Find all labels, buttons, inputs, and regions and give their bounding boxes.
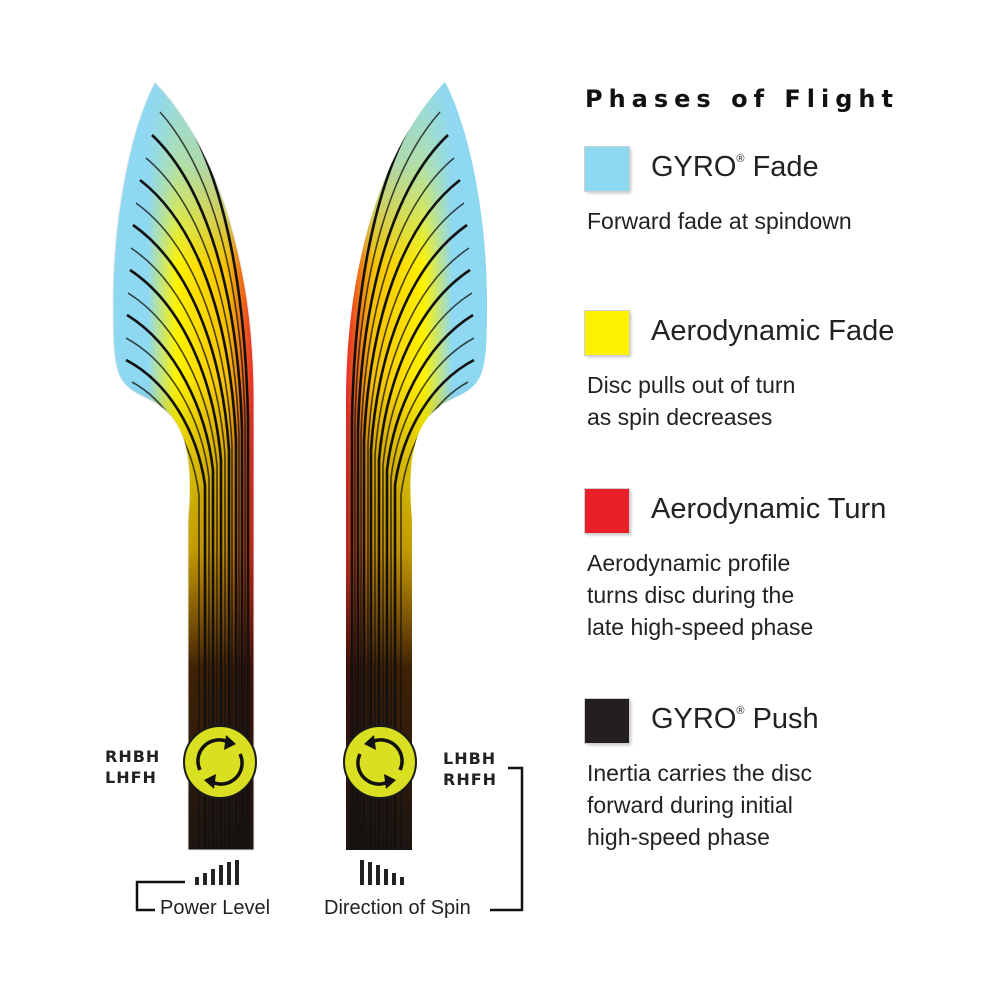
legend-item-description: Forward fade at spindown [587,208,852,234]
legend-item-label: Aerodynamic Turn [651,493,887,525]
legend-item-description: Aerodynamic profile turns disc during th… [587,550,814,640]
throw-label: LHFH [105,768,157,787]
power-level-bracket [135,880,185,912]
direction-of-spin-caption: Direction of Spin [324,897,471,919]
legend-item-label: GYRO® Fade [651,151,819,183]
left-throw-labels: RHBH LHFH [105,746,160,788]
counterclockwise-rotation-icon [343,725,417,799]
direction-of-spin-icon [360,860,404,885]
phases-legend: Phases of Flight GYRO® Fade Forward fade… [585,85,985,850]
clockwise-rotation-icon [183,725,257,799]
throw-label: LHBH [443,749,497,768]
direction-of-spin-bracket [490,766,524,912]
legend-item-description: Disc pulls out of turn as spin decreases [587,372,796,430]
aerodynamic-fade-swatch [585,311,629,355]
legend-item-description: Inertia carries the disc forward during … [587,760,812,850]
right-throw-labels: LHBH RHFH [443,748,497,790]
throw-label: RHBH [105,747,161,766]
gyro-push-swatch [585,699,629,743]
legend-item-label: Aerodynamic Fade [651,315,895,347]
gyro-fade-swatch [585,147,629,191]
aerodynamic-turn-swatch [585,489,629,533]
legend-title: Phases of Flight [585,85,899,113]
power-level-icon [195,860,239,885]
power-level-caption: Power Level [160,897,271,919]
legend-item-label: GYRO® Push [651,703,819,735]
throw-label: RHFH [443,770,498,789]
